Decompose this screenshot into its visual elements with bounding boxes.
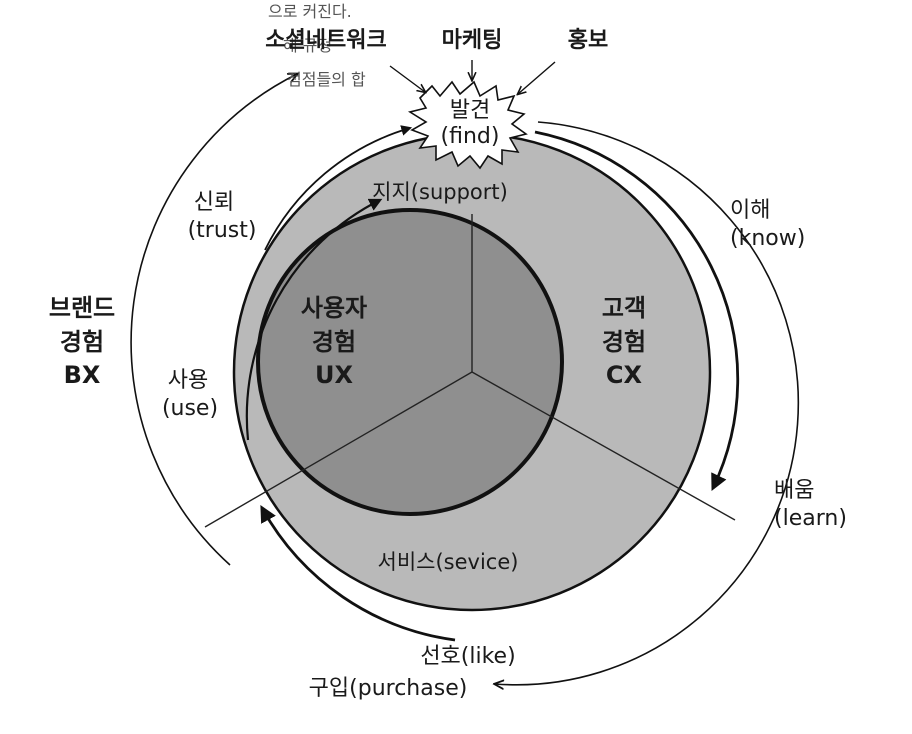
arrow-pr bbox=[518, 61, 556, 94]
trust-arc bbox=[264, 125, 413, 251]
like-label: 선호(like) bbox=[420, 644, 516, 669]
use-label-en: (use) bbox=[161, 396, 219, 421]
find-label-ko: 발견 bbox=[449, 98, 491, 123]
bx-line2: 경험 bbox=[59, 327, 105, 356]
corner-text-line3: 점점들의 합 bbox=[287, 70, 366, 89]
purchase-label: 구입(purchase) bbox=[308, 676, 468, 701]
bx-label: 브랜드 경험 BX bbox=[49, 292, 115, 393]
use-label-ko: 사용 bbox=[167, 368, 209, 393]
service-label: 서비스(sevice) bbox=[377, 550, 519, 574]
source-pr: 홍보 bbox=[567, 28, 609, 53]
know-learn-arc bbox=[534, 130, 740, 492]
use-arc bbox=[245, 198, 383, 441]
arrow-social bbox=[389, 65, 425, 92]
trust-label-en: (trust) bbox=[187, 218, 257, 243]
ux-circle bbox=[256, 208, 564, 516]
source-social-network: 소셜네트워크 bbox=[265, 28, 387, 53]
learn-label-ko: 배움 bbox=[774, 478, 815, 503]
cx-line3: CX bbox=[605, 361, 643, 390]
cx-line2: 경험 bbox=[601, 327, 647, 356]
find-label-en: (find) bbox=[440, 124, 500, 149]
know-label-ko: 이해 bbox=[730, 198, 771, 223]
find-burst bbox=[407, 80, 528, 170]
bx-line1: 브랜드 bbox=[48, 294, 116, 322]
divider-line-left bbox=[204, 371, 473, 528]
bx-line3: BX bbox=[63, 361, 101, 390]
corner-text-line1: 으로 커진다. bbox=[268, 2, 352, 21]
ux-line2: 경험 bbox=[311, 327, 357, 356]
cx-line1: 고객 bbox=[601, 294, 647, 322]
like-arc bbox=[260, 505, 456, 642]
outer-arc-left bbox=[130, 74, 297, 566]
support-label: 지지(support) bbox=[372, 180, 508, 204]
corner-text-line2: 해 규정 bbox=[283, 36, 333, 55]
cx-label: 고객 경험 CX bbox=[602, 292, 646, 393]
know-label-en: (know) bbox=[730, 226, 806, 251]
divider-line-right bbox=[471, 371, 736, 521]
trust-label-ko: 신뢰 bbox=[193, 190, 235, 215]
learn-label-en: (learn) bbox=[774, 506, 847, 531]
outer-arc-right bbox=[495, 121, 800, 685]
ux-line3: UX bbox=[315, 361, 353, 390]
source-marketing: 마케팅 bbox=[441, 28, 503, 53]
ux-line1: 사용자 bbox=[300, 294, 368, 322]
ux-label: 사용자 경험 UX bbox=[301, 292, 367, 393]
